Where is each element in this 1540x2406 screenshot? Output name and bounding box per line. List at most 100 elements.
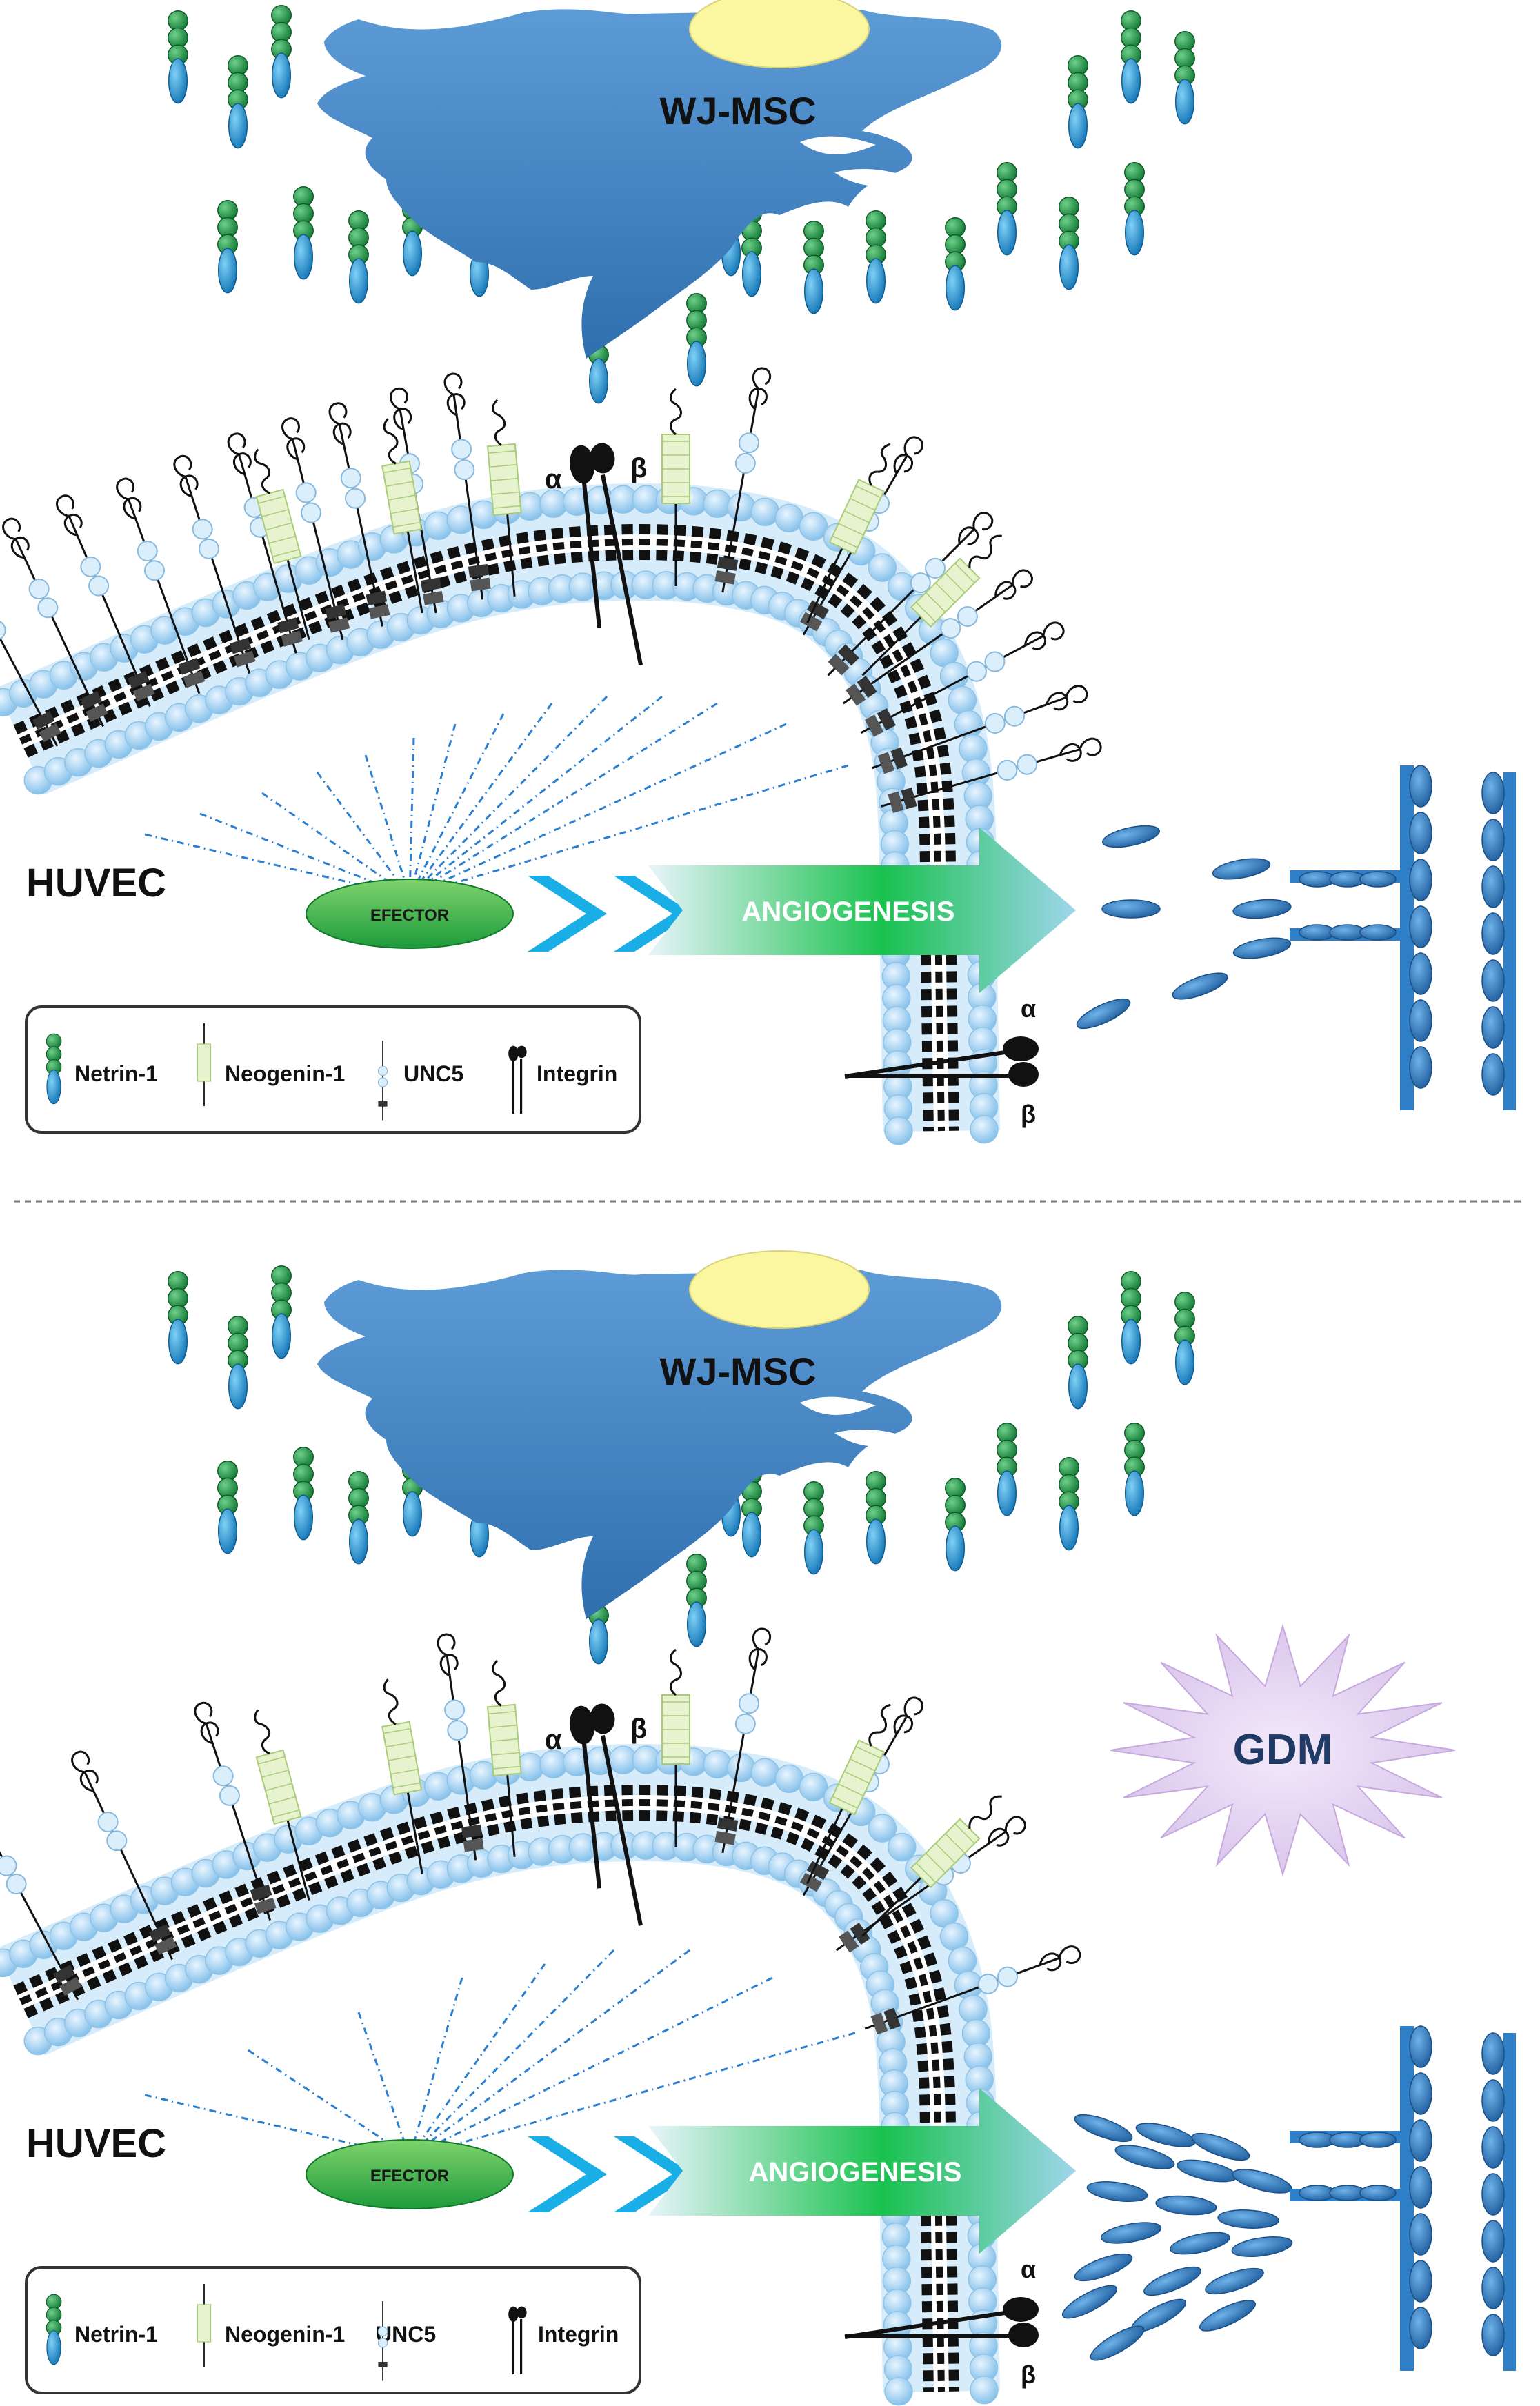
- netrin-1-icon: [1121, 10, 1141, 104]
- unc5-receptor: [2, 517, 108, 728]
- signal-line: [408, 1977, 463, 2158]
- endothelial-cell: [1074, 2114, 1133, 2143]
- netrin-1-icon: [168, 1271, 188, 1365]
- integrin-receptor-lower: [844, 1036, 1039, 1087]
- netrin-1-icon: [271, 5, 292, 99]
- endothelial-cell: [1061, 2285, 1118, 2319]
- huvec-label-gdm: HUVEC: [26, 2121, 166, 2166]
- legend-integrin-label-gdm: Integrin: [538, 2322, 619, 2347]
- netrin-1-icon: [46, 1033, 62, 1105]
- unc5-receptor: [281, 417, 350, 641]
- unc5-icon: [377, 1040, 388, 1121]
- unc5-receptor: [173, 454, 256, 674]
- netrin-1-icon: [217, 200, 238, 294]
- neogenin-1-icon: [197, 2283, 212, 2367]
- signal-line: [261, 792, 410, 898]
- gdm-label: GDM: [1233, 1726, 1333, 1774]
- integrin-receptor: [570, 1703, 643, 1926]
- endothelial-cell: [1177, 2159, 1237, 2183]
- endothelial-cell: [1086, 2181, 1148, 2203]
- netrin-1-icon: [348, 210, 369, 304]
- panel-control: [0, 0, 1516, 1145]
- integrin-icon: [508, 2306, 527, 2375]
- netrin-1-icon: [866, 210, 886, 304]
- legend-icons: [46, 1023, 527, 2381]
- netrin-1-icon: [1059, 197, 1079, 290]
- signal-line: [409, 695, 663, 898]
- netrin-1-icon: [1059, 1457, 1079, 1551]
- neogenin-1-receptor: [861, 534, 1002, 676]
- neogenin-1-receptor: [381, 1678, 423, 1874]
- effector: [306, 2139, 514, 2209]
- legend-netrin-1-label: Netrin-1: [74, 1061, 158, 1086]
- unc5-receptor: [714, 1627, 772, 1854]
- panel-gdm: [0, 1250, 1516, 2406]
- legend-netrin-1-label-gdm: Netrin-1: [74, 2322, 158, 2347]
- endothelial-cell: [1212, 858, 1271, 880]
- unc5-receptor: [842, 569, 1033, 706]
- wj-msc-label: WJ-MSC: [659, 89, 816, 132]
- endothelial-cell: [1217, 2209, 1279, 2229]
- integrin-beta-label-gdm: β: [630, 1714, 647, 1744]
- netrin-1-icon: [1121, 1271, 1141, 1365]
- netrin-1-icon: [1174, 31, 1195, 125]
- unc5-receptor: [194, 1701, 277, 1921]
- neogenin-1-receptor: [486, 1659, 522, 1857]
- signal-line: [409, 723, 787, 898]
- integrin-alpha-label: α: [545, 464, 562, 494]
- neogenin-1-receptor: [254, 1709, 310, 1901]
- signal-line: [409, 2032, 856, 2158]
- netrin-1-icon: [1124, 162, 1145, 256]
- endothelial-cell: [1170, 2232, 1230, 2255]
- signal-line: [409, 1976, 773, 2158]
- netrin-1-icon: [686, 1554, 707, 1647]
- unc5-receptor: [443, 372, 491, 600]
- netrin-1-icon: [803, 1481, 824, 1575]
- integrin-beta-label-lower-gdm: β: [1021, 2360, 1036, 2389]
- unc5-receptor: [0, 1816, 82, 2001]
- netrin-1-icon: [1068, 55, 1088, 149]
- netrin-1-icon: [945, 217, 966, 311]
- netrin-1-icon: [293, 1447, 314, 1541]
- signal-line: [408, 737, 415, 897]
- nucleus: [689, 1250, 870, 1329]
- unc5-receptor: [714, 367, 772, 593]
- endothelial-cell: [1090, 2325, 1145, 2361]
- endothelial-cell: [1100, 2222, 1162, 2244]
- netrin-1-icon: [866, 1471, 886, 1565]
- chevron-icon: [614, 876, 693, 952]
- unc5-receptor: [71, 1750, 177, 1961]
- integrin-alpha-label-lower-gdm: α: [1021, 2255, 1036, 2283]
- legend-neogenin-1-label: Neogenin-1: [225, 1061, 345, 1086]
- signal-line: [357, 2012, 411, 2158]
- angiogenesis-arrow: [648, 828, 1076, 993]
- integrin-beta-label: β: [630, 453, 647, 483]
- unc5-receptor: [881, 737, 1102, 813]
- unc5-receptor: [827, 512, 994, 676]
- netrin-1-icon: [168, 10, 188, 104]
- netrin-1-icon: [348, 1471, 369, 1565]
- endothelial-cell: [1074, 2253, 1133, 2282]
- huvec-label: HUVEC: [26, 861, 166, 905]
- signal-line: [408, 703, 553, 897]
- chevron-icon: [528, 876, 607, 952]
- netrin-1-icon: [686, 293, 707, 387]
- neogenin-1-icon: [197, 1023, 212, 1107]
- neogenin-1-receptor: [806, 443, 891, 624]
- neogenin-1-receptor: [661, 388, 690, 586]
- endothelial-cell: [1155, 2195, 1217, 2216]
- legend-unc5-label: UNC5: [403, 1061, 463, 1086]
- endothelial-cell: [1199, 2300, 1257, 2332]
- blood-vessel: [1290, 765, 1516, 1110]
- chevron-icon: [528, 2136, 607, 2212]
- netrin-1-icon: [46, 2294, 62, 2365]
- legend-integrin-label: Integrin: [537, 1061, 617, 1086]
- signal-line: [409, 702, 718, 898]
- nucleus: [689, 0, 870, 68]
- effector-label: EFECTOR: [370, 906, 449, 925]
- unc5-receptor: [56, 494, 155, 708]
- blood-vessel: [1290, 2025, 1516, 2371]
- endothelial-cell: [1232, 937, 1292, 959]
- effector-label-gdm: EFECTOR: [370, 2167, 449, 2185]
